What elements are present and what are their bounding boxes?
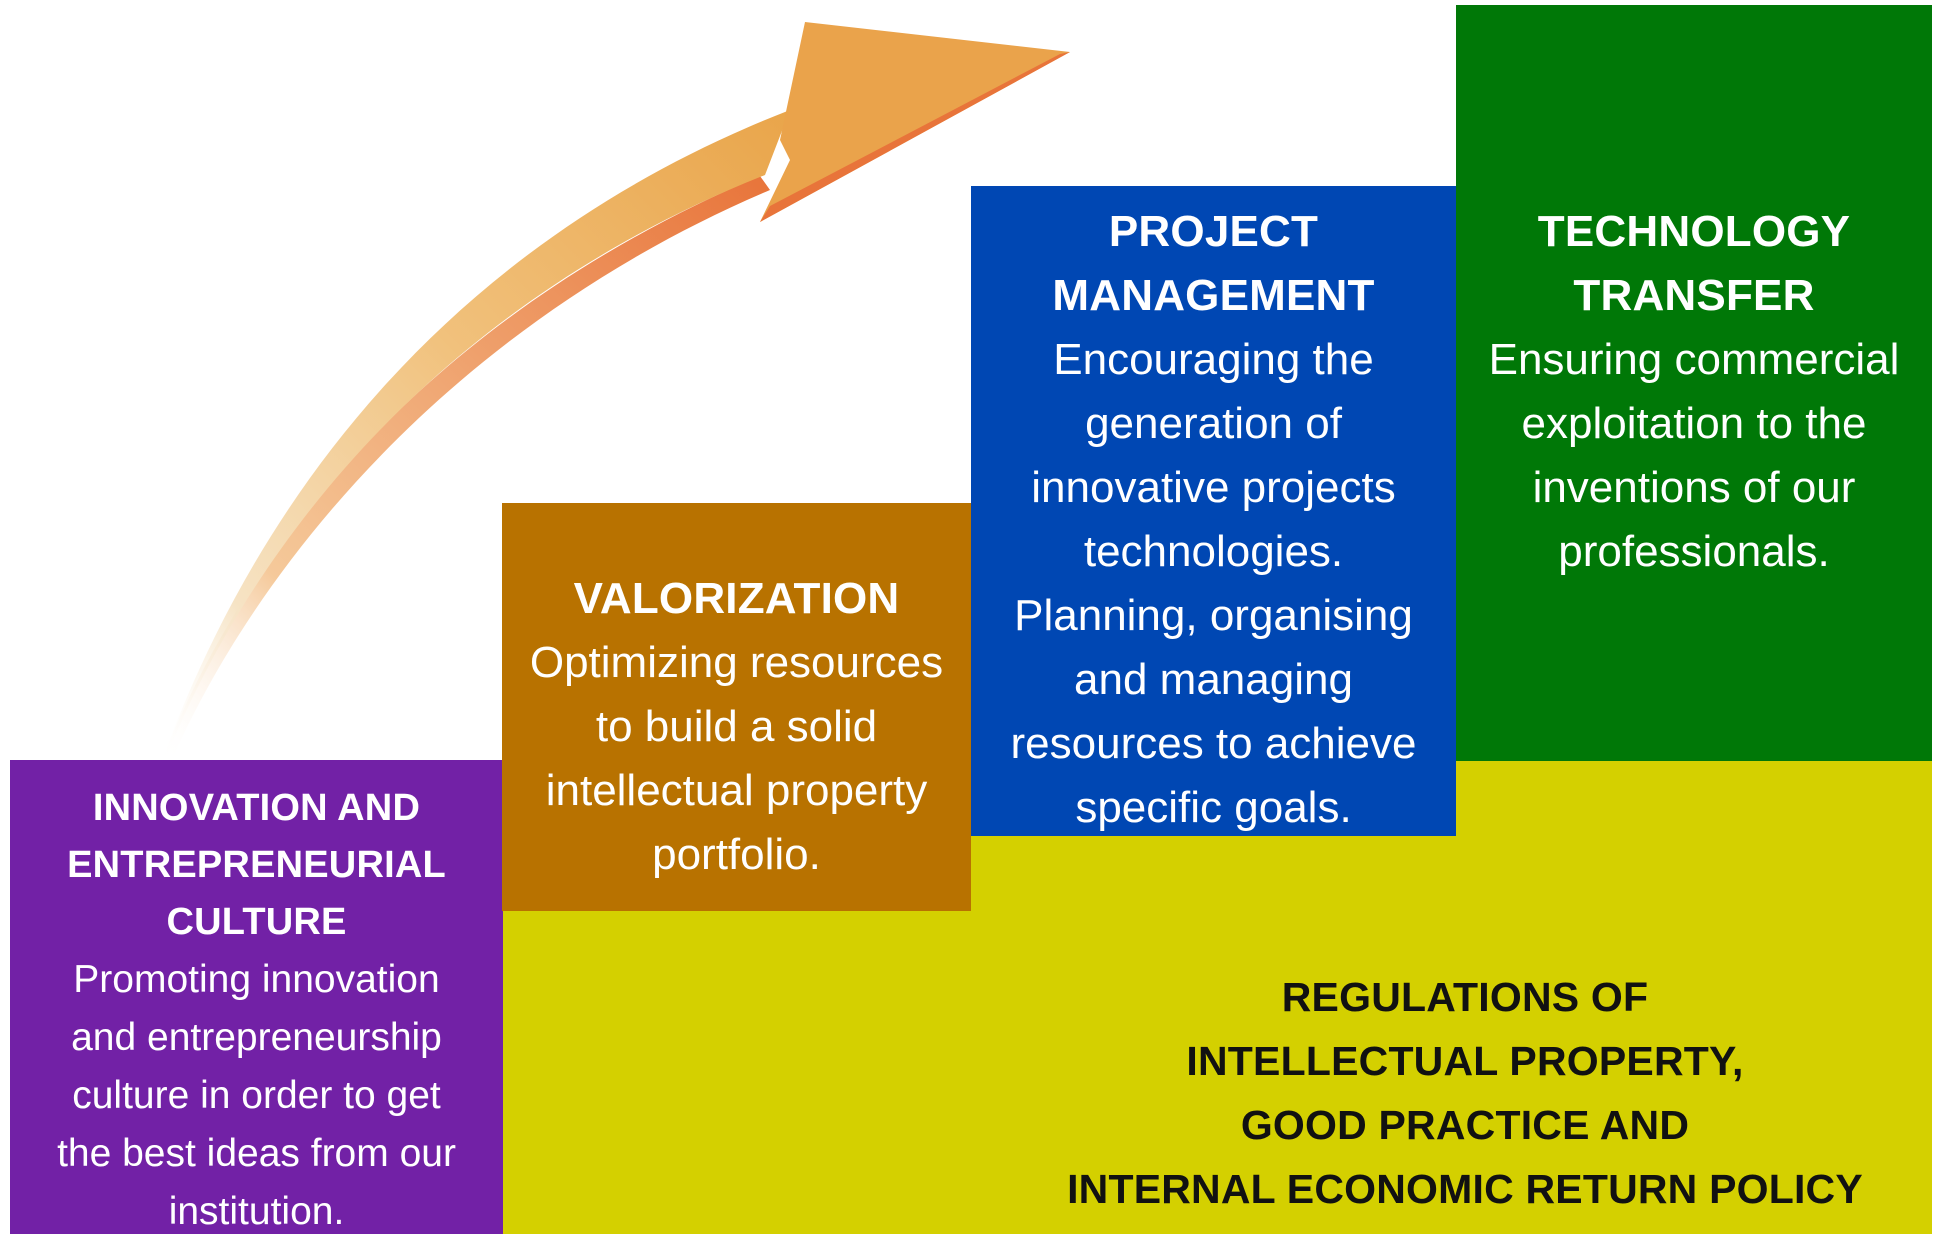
step-technology-transfer: TECHNOLOGY TRANSFER Ensuring commercial … [1456,5,1932,761]
step-technology-transfer-title: TECHNOLOGY TRANSFER [1537,207,1851,320]
step-project-management: PROJECT MANAGEMENT Encouraging the gener… [971,186,1456,836]
step-innovation-title: INNOVATION AND ENTREPRENEURIAL CULTURE [67,787,446,943]
step-project-management-title: PROJECT MANAGEMENT [1052,207,1375,320]
step-valorization: VALORIZATION Optimizing resources to bui… [502,503,971,911]
step-valorization-title: VALORIZATION [573,574,900,623]
regulations-base-band: REGULATIONS OF INTELLECTUAL PROPERTY, GO… [503,760,1932,1234]
step-valorization-description: Optimizing resources to build a solid in… [529,638,944,879]
regulations-title: REGULATIONS OF INTELLECTUAL PROPERTY, GO… [1067,974,1863,1212]
step-innovation-description: Promoting innovation and entrepreneurshi… [57,958,456,1233]
step-technology-transfer-description: Ensuring commercial exploitation to the … [1488,335,1900,576]
step-innovation-culture: INNOVATION AND ENTREPRENEURIAL CULTURE P… [10,760,503,1234]
step-project-management-description: Encouraging the generation of innovative… [1010,335,1417,832]
